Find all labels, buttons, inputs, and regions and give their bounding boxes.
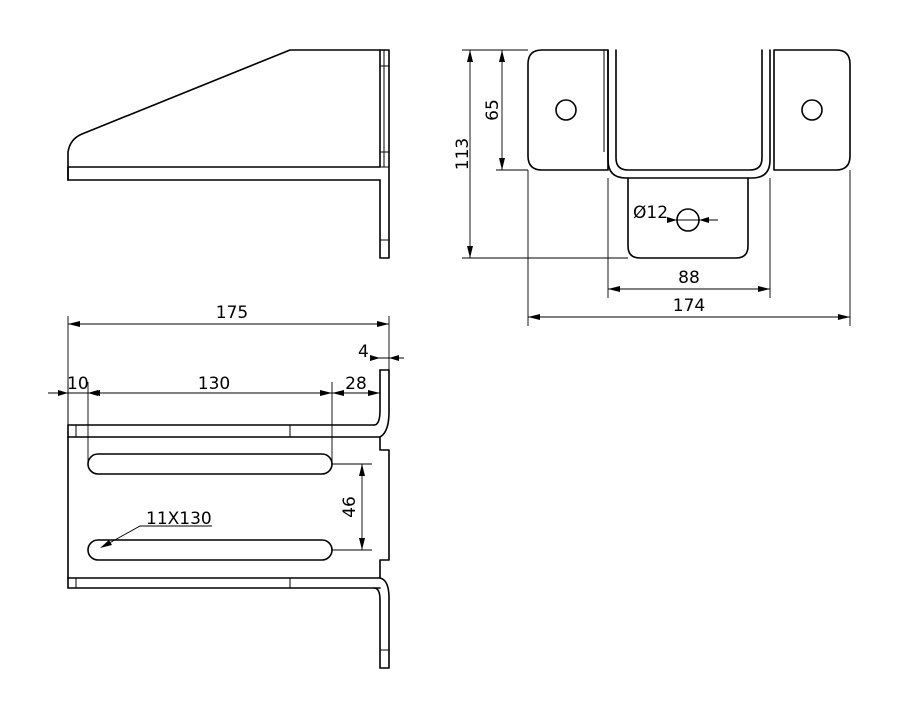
dim-175: 175 [67, 303, 390, 425]
dim-113: 113 [453, 49, 628, 259]
dim-text-hole: Ø12 [633, 203, 668, 223]
lower-slot [87, 539, 333, 561]
dim-46: 46 [332, 463, 372, 551]
dim-text-slot-size: 11X130 [146, 509, 212, 529]
dim-text-46: 46 [340, 496, 360, 518]
top-view [67, 369, 390, 669]
dim-65: 65 [483, 49, 528, 171]
dim-text-113: 113 [453, 138, 473, 170]
dim-text-4: 4 [358, 342, 369, 362]
dim-text-130: 130 [198, 374, 230, 394]
slot-size-leader: 11X130 [100, 509, 212, 548]
dim-text-88: 88 [678, 268, 700, 288]
dim-text-174: 174 [673, 296, 705, 316]
dim-text-10: 10 [67, 374, 89, 394]
dim-text-28: 28 [345, 374, 367, 394]
dim-text-175: 175 [216, 303, 248, 323]
front-view [527, 49, 851, 259]
dim-88: 88 [607, 178, 771, 298]
dim-10-130-28: 10 130 28 [48, 374, 380, 464]
upper-slot [87, 453, 333, 475]
dim-174: 174 [527, 170, 851, 326]
left-ear-hole [555, 99, 577, 121]
dim-4: 4 [358, 342, 404, 362]
dim-hole-diameter: Ø12 [633, 203, 718, 223]
side-view [67, 49, 390, 259]
dim-text-65: 65 [483, 99, 503, 121]
right-ear-hole [801, 99, 823, 121]
